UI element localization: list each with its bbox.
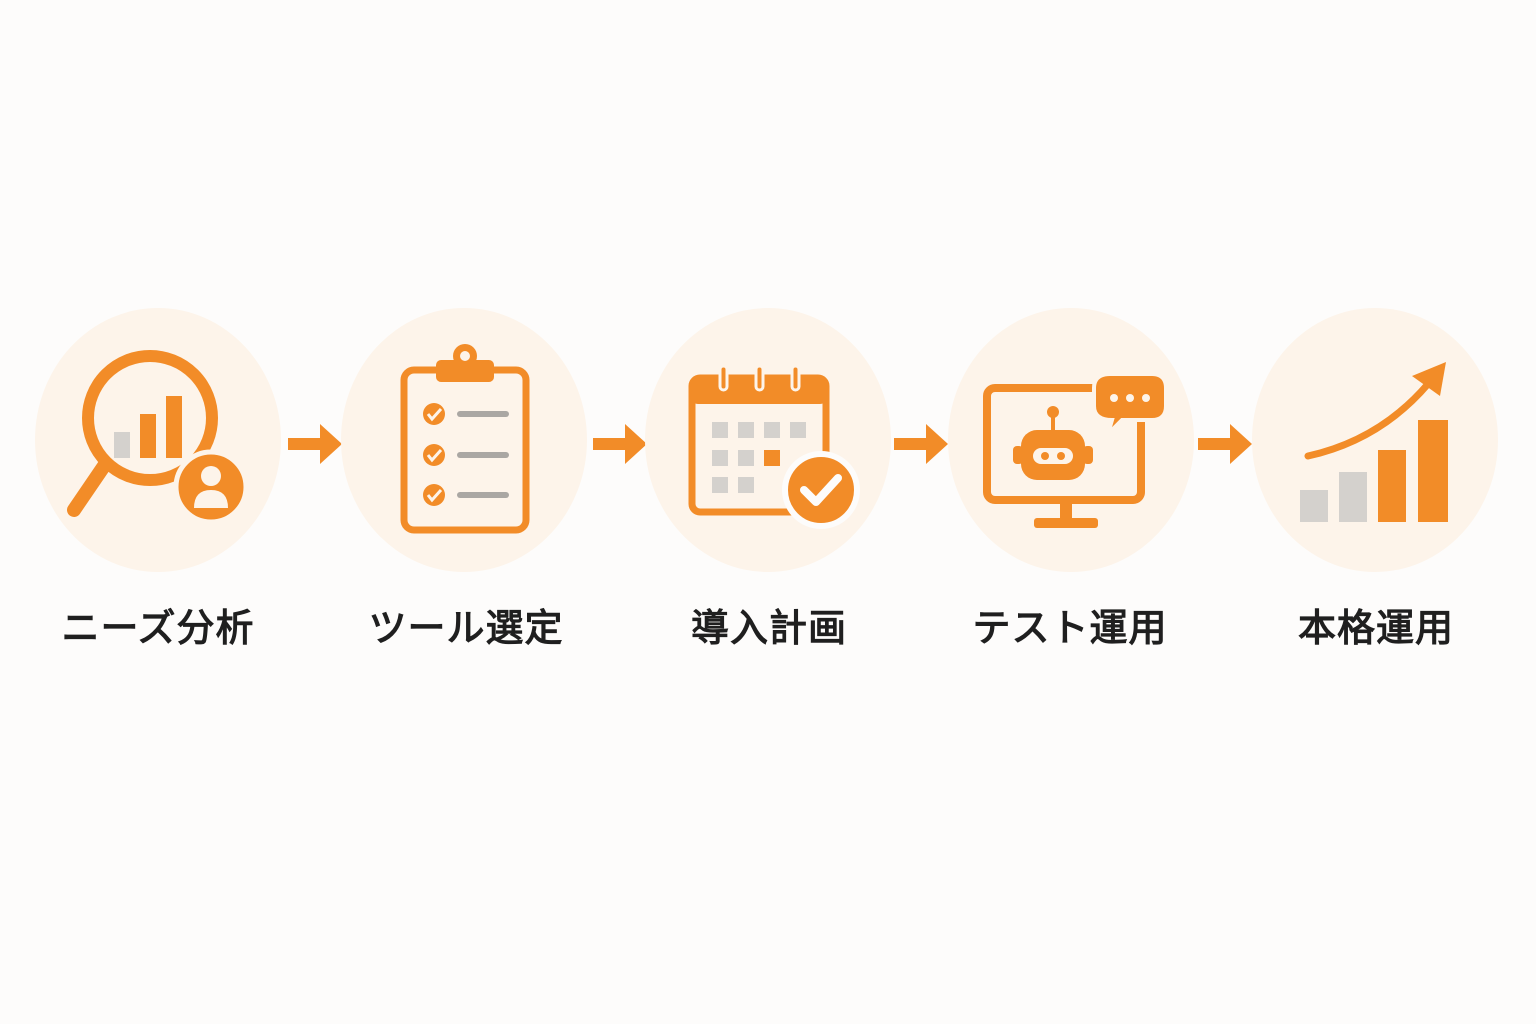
step-4-label: テスト運用 (972, 606, 1168, 650)
arrow-right-icon (288, 424, 342, 464)
step-2-label: ツール選定 (368, 606, 564, 650)
step-2-circle (341, 308, 587, 572)
step-5-circle (1252, 308, 1498, 572)
step-5-label: 本格運用 (1297, 606, 1454, 650)
arrow-right-icon (593, 424, 647, 464)
arrow-right-icon (1198, 424, 1252, 464)
step-1-label: ニーズ分析 (61, 606, 255, 650)
arrow-right-icon (894, 424, 948, 464)
step-3-circle (645, 308, 891, 572)
step-1-circle (35, 308, 281, 572)
step-3-label: 導入計画 (690, 606, 847, 650)
step-4-circle (948, 308, 1194, 572)
